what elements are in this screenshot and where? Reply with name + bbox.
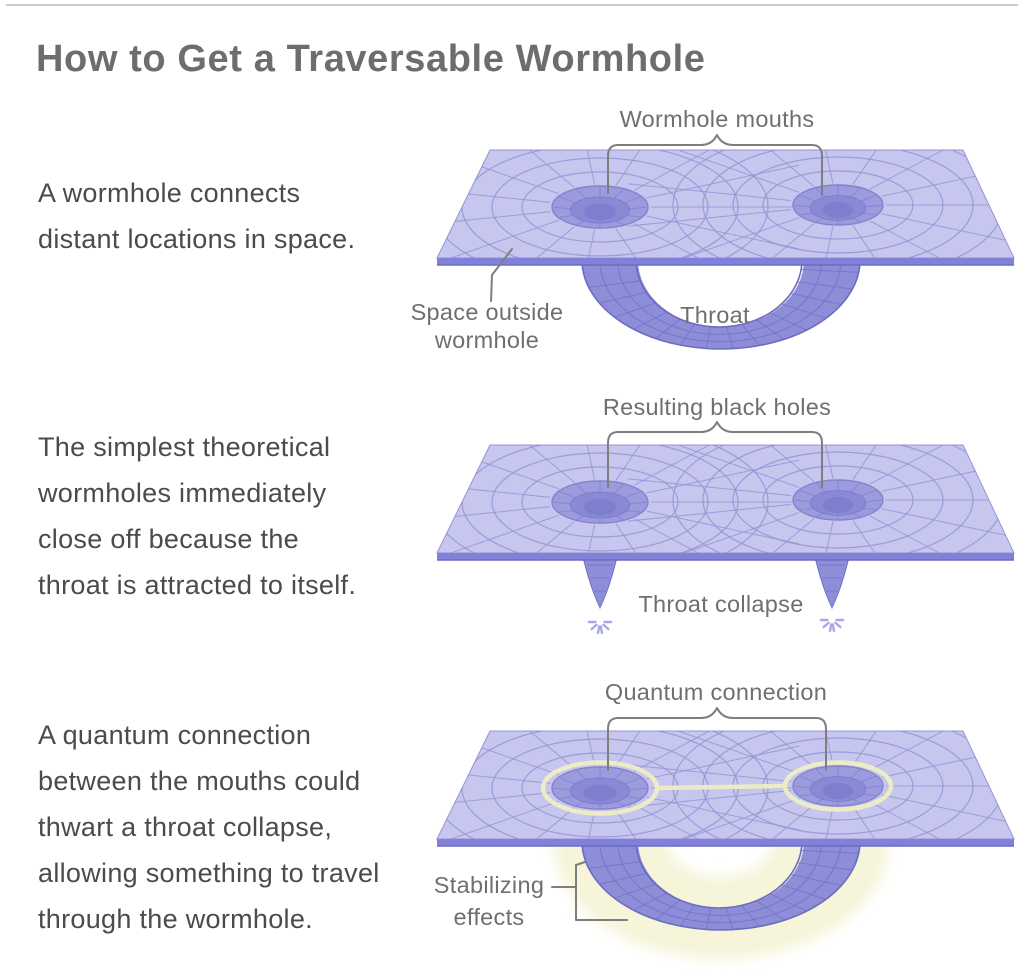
space-sheet xyxy=(436,149,1015,350)
description-line: distant locations in space. xyxy=(38,224,356,254)
space-sheet xyxy=(436,444,1015,635)
description-line: between the mouths could xyxy=(38,766,361,796)
panel-3-description: A quantum connection between the mouths … xyxy=(38,712,428,942)
panel-1-description: A wormhole connects distant locations in… xyxy=(38,170,428,262)
label-stabilizing-line1: Stabilizing xyxy=(434,872,544,898)
description-line: close off because the xyxy=(38,524,299,554)
top-divider xyxy=(6,4,1018,6)
description-line: A wormhole connects xyxy=(38,178,301,208)
wormhole-diagram-open-throat: Wormhole mouths Space outside wormhole T… xyxy=(411,106,1015,353)
label-wormhole-mouths: Wormhole mouths xyxy=(620,106,815,132)
brace-pointer-black-holes xyxy=(607,421,823,488)
description-line: throat is attracted to itself. xyxy=(38,570,357,600)
label-space-outside-line1: Space outside xyxy=(411,299,564,325)
panel-2-description: The simplest theoretical wormholes immed… xyxy=(38,424,428,608)
wormhole-diagram-stabilized: Quantum connection Stabilizing effects xyxy=(434,679,1015,959)
pointer-space-outside xyxy=(490,248,513,302)
description-line: allowing something to travel xyxy=(38,858,380,888)
label-space-outside-line2: wormhole xyxy=(434,327,539,353)
label-quantum-connection: Quantum connection xyxy=(605,679,827,705)
brace-pointer-mouths xyxy=(607,134,823,196)
label-throat: Throat xyxy=(680,302,750,328)
bracket-stabilizing xyxy=(551,861,628,921)
description-line: The simplest theoretical xyxy=(38,432,331,462)
space-sheet xyxy=(436,730,1015,959)
page-title: How to Get a Traversable Wormhole xyxy=(36,38,706,80)
description-line: thwart a throat collapse, xyxy=(38,812,333,842)
description-line: wormholes immediately xyxy=(38,478,327,508)
brace-pointer-quantum xyxy=(607,707,827,771)
label-resulting-black-holes: Resulting black holes xyxy=(603,394,831,420)
description-line: through the wormhole. xyxy=(38,904,313,934)
label-throat-collapse: Throat collapse xyxy=(638,591,803,617)
wormhole-diagram-throat-collapse: Resulting black holes Throat collapse xyxy=(436,394,1015,635)
description-line: A quantum connection xyxy=(38,720,312,750)
label-stabilizing-line2: effects xyxy=(454,904,525,930)
